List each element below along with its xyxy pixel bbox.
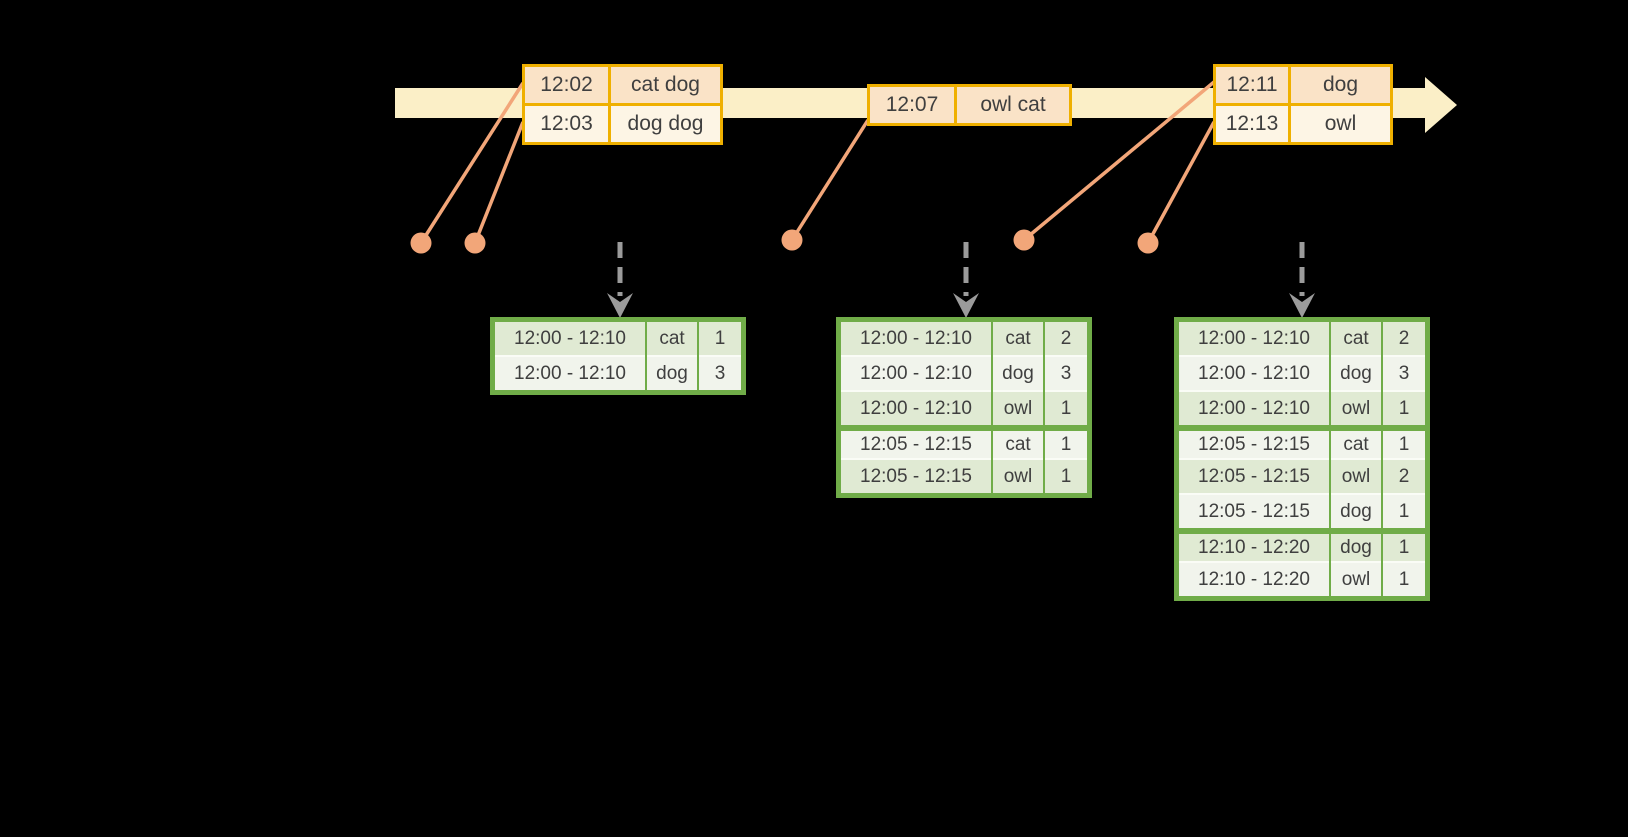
word-cell: owl (1331, 392, 1381, 425)
window-cell: 12:00 - 12:10 (1179, 322, 1329, 355)
count-cell: 3 (1045, 357, 1087, 390)
event-connector-line (419, 82, 525, 244)
event-dot-icon (781, 229, 803, 251)
window-cell: 12:00 - 12:10 (841, 357, 991, 390)
word-cell: owl (993, 460, 1043, 493)
count-cell: 1 (1383, 392, 1425, 425)
word-cell: owl (1331, 460, 1381, 493)
event-dot-icon (464, 232, 486, 254)
count-cell: 3 (1383, 357, 1425, 390)
count-cell: 2 (1383, 322, 1425, 355)
event-connector-line (1146, 121, 1216, 244)
window-cell: 12:00 - 12:10 (841, 392, 991, 425)
count-cell: 2 (1045, 322, 1087, 355)
event-time-cell: 12:03 (525, 106, 608, 142)
word-cell: cat (1331, 322, 1381, 355)
window-cell: 12:10 - 12:20 (1179, 534, 1329, 561)
event-connector-line (790, 119, 870, 241)
window-cell: 12:00 - 12:10 (1179, 357, 1329, 390)
event-words-cell: owl cat (957, 87, 1069, 123)
word-cell: cat (993, 431, 1043, 458)
window-cell: 12:00 - 12:10 (841, 322, 991, 355)
word-cell: cat (993, 322, 1043, 355)
count-cell: 1 (1383, 534, 1425, 561)
event-time-cell: 12:07 (870, 87, 954, 123)
window-cell: 12:05 - 12:15 (1179, 460, 1329, 493)
count-cell: 1 (1383, 563, 1425, 596)
window-cell: 12:00 - 12:10 (1179, 392, 1329, 425)
word-cell: owl (1331, 563, 1381, 596)
trigger-arrowhead-icon (607, 293, 633, 318)
event-time-cell: 12:11 (1216, 67, 1288, 103)
event-connector-line (1022, 80, 1216, 242)
trigger-arrowhead-icon (1289, 293, 1315, 318)
event-words-cell: cat dog (611, 67, 720, 103)
count-cell: 2 (1383, 460, 1425, 493)
count-cell: 1 (1045, 431, 1087, 458)
event-words-cell: dog dog (611, 106, 720, 142)
word-cell: dog (647, 357, 697, 390)
window-cell: 12:05 - 12:15 (841, 431, 991, 458)
trigger-arrowhead-icon (953, 293, 979, 318)
word-cell: dog (1331, 534, 1381, 561)
window-cell: 12:05 - 12:15 (1179, 431, 1329, 458)
count-cell: 1 (1383, 431, 1425, 458)
window-cell: 12:10 - 12:20 (1179, 563, 1329, 596)
count-cell: 1 (699, 322, 741, 355)
word-cell: cat (1331, 431, 1381, 458)
word-cell: cat (647, 322, 697, 355)
window-cell: 12:00 - 12:10 (495, 322, 645, 355)
event-dot-icon (410, 232, 432, 254)
event-time-cell: 12:02 (525, 67, 608, 103)
window-cell: 12:05 - 12:15 (841, 460, 991, 493)
count-cell: 3 (699, 357, 741, 390)
event-dot-icon (1013, 229, 1035, 251)
word-cell: dog (1331, 357, 1381, 390)
event-connector-line (473, 121, 525, 244)
event-words-cell: dog (1291, 67, 1390, 103)
count-cell: 1 (1045, 460, 1087, 493)
count-cell: 1 (1045, 392, 1087, 425)
window-cell: 12:00 - 12:10 (495, 357, 645, 390)
count-cell: 1 (1383, 495, 1425, 528)
event-time-cell: 12:13 (1216, 106, 1288, 142)
event-dot-icon (1137, 232, 1159, 254)
word-cell: dog (1331, 495, 1381, 528)
window-cell: 12:05 - 12:15 (1179, 495, 1329, 528)
event-words-cell: owl (1291, 106, 1390, 142)
word-cell: dog (993, 357, 1043, 390)
word-cell: owl (993, 392, 1043, 425)
